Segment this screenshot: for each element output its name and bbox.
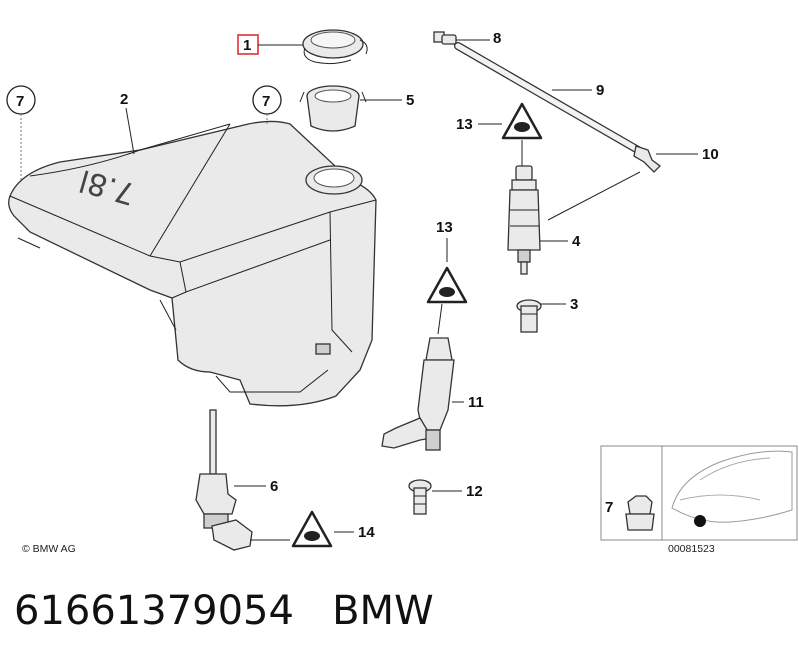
callout-8-label: 8	[493, 30, 501, 47]
callout-10-label: 10	[702, 146, 719, 163]
warning-label-14[interactable]: 14	[291, 510, 375, 548]
callout-7-middle-label: 7	[262, 93, 270, 110]
warning-label-13-upper[interactable]: 13	[456, 102, 543, 166]
callout-7-inset-label: 7	[605, 499, 613, 516]
callout-13-upper-label: 13	[456, 116, 473, 133]
callout-13-lower-label: 13	[436, 219, 453, 236]
callout-7-left[interactable]: 7	[6, 85, 36, 182]
callout-11-label: 11	[468, 394, 484, 411]
warning-label-13-lower[interactable]: 13	[426, 219, 468, 335]
callout-6-label: 6	[270, 478, 278, 495]
callout-5[interactable]: 5	[360, 92, 414, 109]
callout-3-label: 3	[570, 296, 578, 313]
callout-7-left-label: 7	[16, 93, 24, 110]
part-2-washer-tank[interactable]: 7.8l	[8, 120, 377, 407]
warning-symbol-icon	[514, 122, 530, 132]
callout-1-label: 1	[243, 37, 251, 54]
copyright-notice: © BMW AG	[22, 543, 76, 555]
part-11-washer-pump[interactable]: 11	[381, 337, 484, 451]
callout-9-label: 9	[596, 82, 604, 99]
warning-symbol-icon	[439, 287, 455, 297]
part-9-hose[interactable]: 9	[454, 42, 642, 154]
part-number: 61661379054	[14, 588, 294, 634]
callout-12-label: 12	[466, 483, 483, 500]
callout-5-label: 5	[406, 92, 414, 109]
callout-4-label: 4	[572, 233, 581, 250]
callout-2[interactable]: 2	[120, 91, 135, 155]
location-marker-icon	[694, 515, 706, 527]
part-3-grommet[interactable]: 3	[516, 296, 578, 333]
part-4-washer-pump[interactable]: 4	[507, 165, 581, 275]
part-7-nut[interactable]	[625, 495, 655, 531]
callout-2-label: 2	[120, 91, 128, 108]
part-number-caption: 61661379054 BMW	[14, 588, 434, 634]
part-10-elbow[interactable]: 10	[547, 145, 719, 221]
callout-1[interactable]: 1	[237, 34, 303, 55]
part-8-fitting[interactable]: 8	[433, 30, 501, 47]
warning-symbol-icon	[304, 531, 320, 541]
diagram-id: 00081523	[668, 543, 715, 555]
brand-name: BMW	[332, 588, 434, 634]
car-silhouette-icon	[671, 450, 793, 527]
part-12-screw[interactable]: 12	[408, 479, 483, 515]
vehicle-location-inset: 7 00081523	[600, 445, 798, 555]
callout-7-middle[interactable]: 7	[252, 85, 282, 124]
part-5-filler-neck[interactable]	[299, 85, 367, 132]
part-6-level-sensor[interactable]: 6	[195, 409, 290, 551]
callout-14-label: 14	[358, 524, 375, 541]
part-1-cap[interactable]	[302, 29, 368, 65]
